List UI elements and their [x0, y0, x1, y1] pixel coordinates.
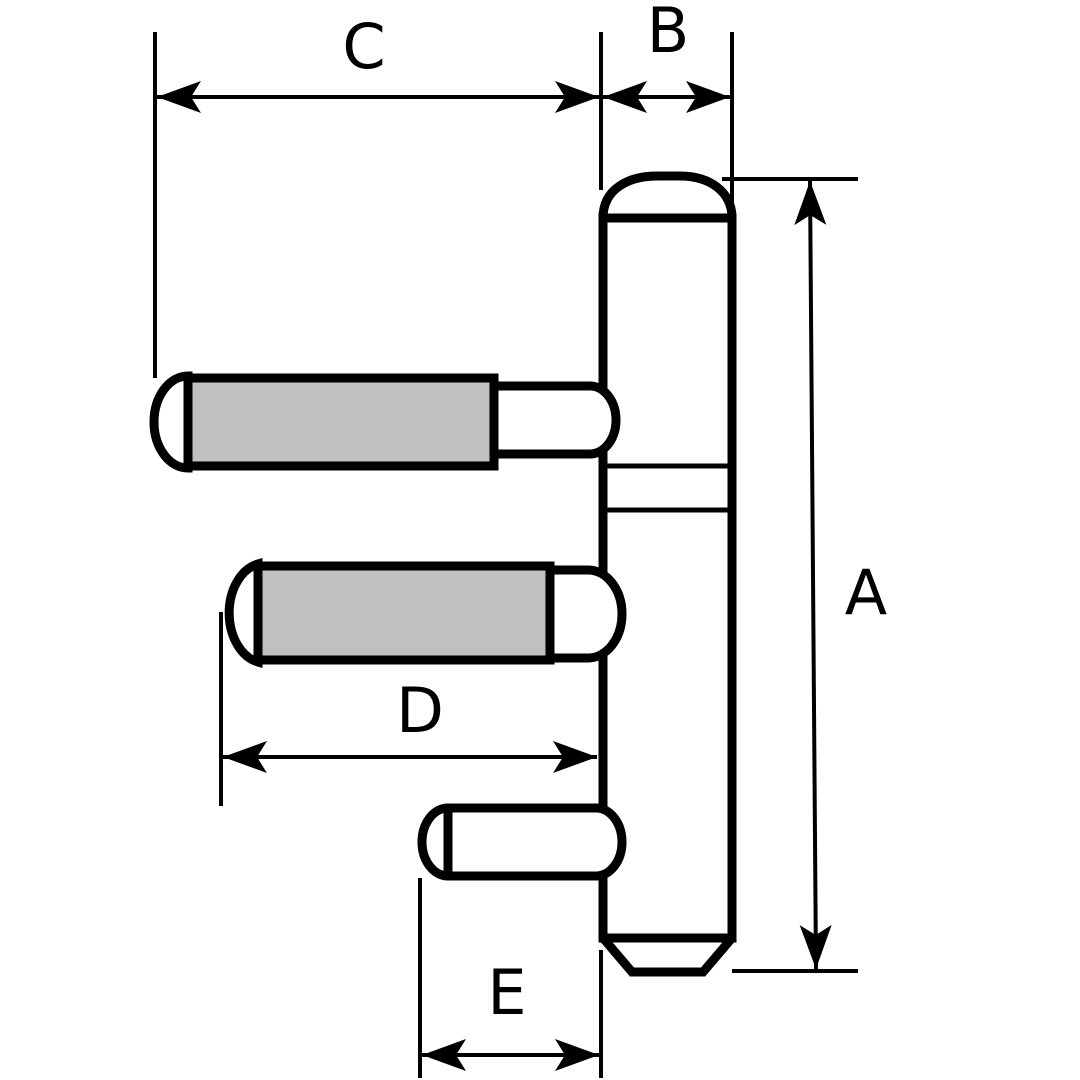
upper-pin-tip [149, 371, 193, 473]
middle-pin [224, 558, 627, 668]
barrel-bottom-cap [599, 935, 736, 977]
label-a: A [845, 556, 887, 629]
middle-pin-tip [224, 558, 263, 668]
middle-pin-neck [543, 565, 627, 663]
upper-pin-sleeve [183, 373, 499, 471]
dim-a [794, 180, 832, 970]
upper-pin [149, 371, 621, 473]
lower-pin-body [417, 803, 627, 881]
extension-lines [153, 32, 858, 1078]
label-d: D [396, 674, 444, 747]
label-c: C [342, 10, 385, 83]
upper-pin-neck [487, 381, 621, 459]
middle-pin-sleeve [253, 561, 555, 665]
label-e: E [487, 956, 526, 1029]
barrel-top-cap [598, 171, 737, 219]
dimension-lines [157, 81, 832, 1071]
lower-pin [417, 803, 627, 881]
label-b: B [647, 0, 690, 67]
